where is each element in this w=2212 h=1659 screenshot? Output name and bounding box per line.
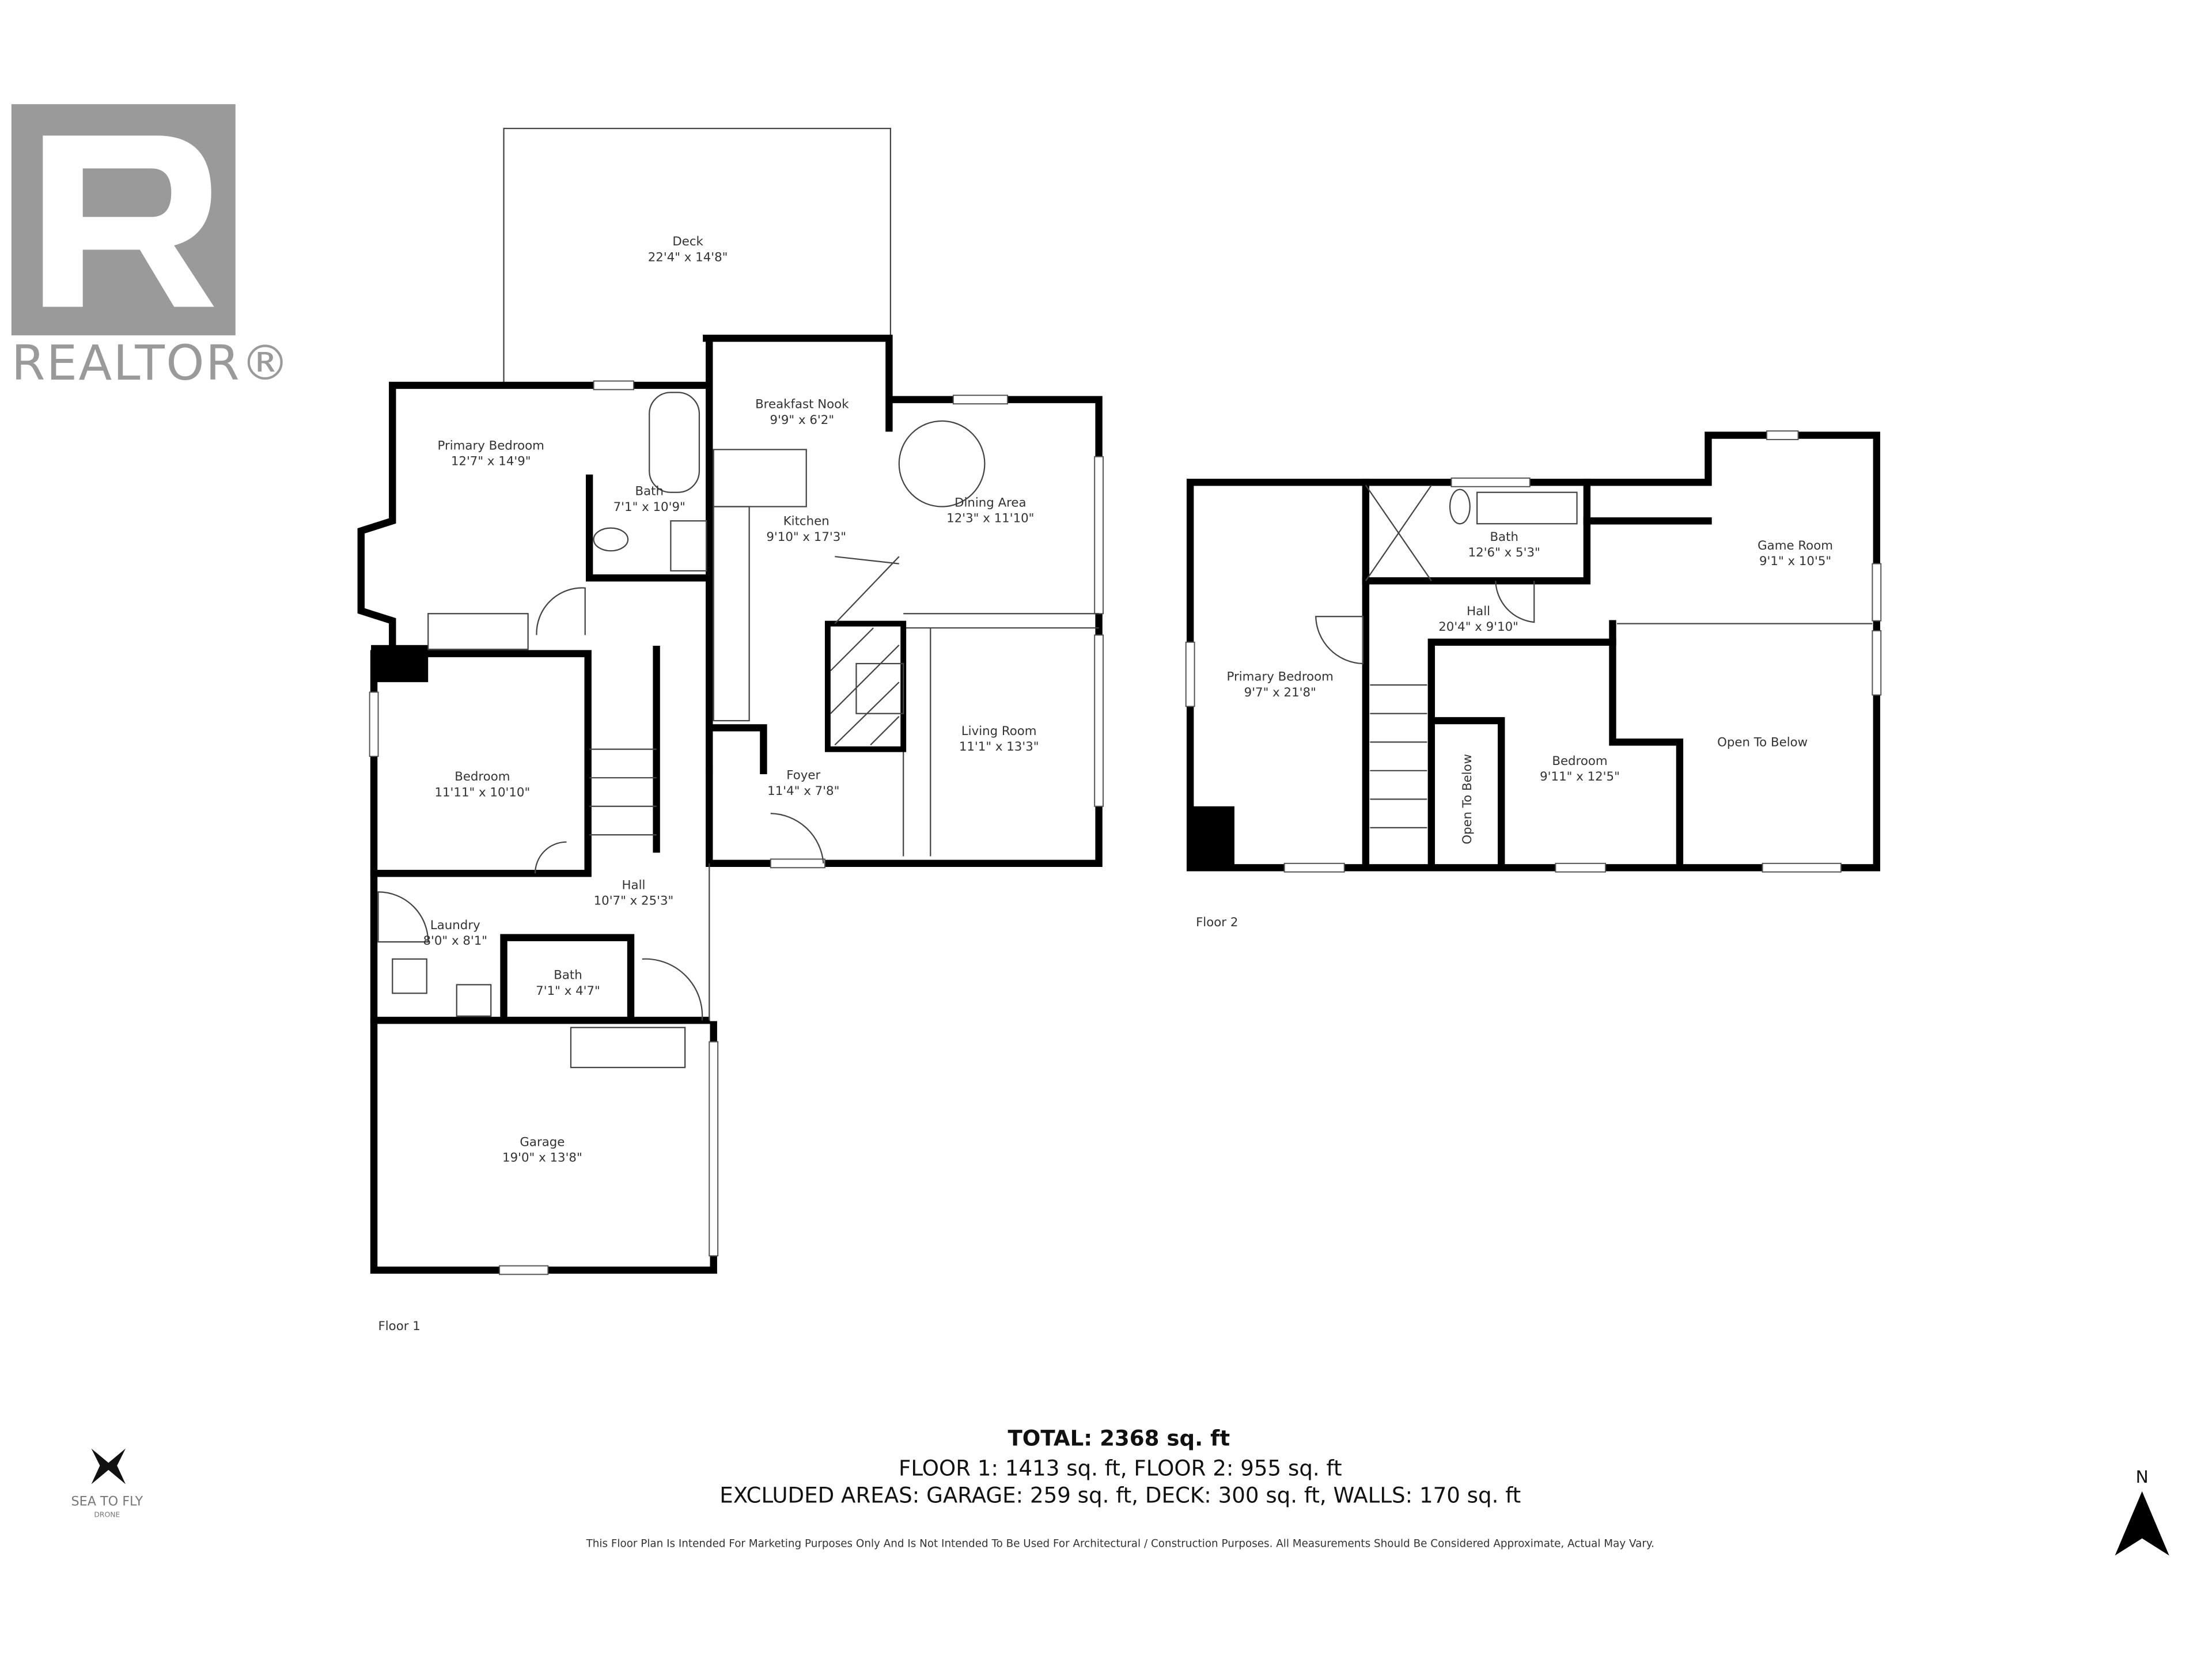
room-open-to-below-large: Open To Below [1717, 736, 1808, 750]
svg-text:Bath: Bath [1490, 530, 1518, 544]
svg-text:Foyer: Foyer [786, 768, 820, 783]
svg-text:Breakfast Nook: Breakfast Nook [755, 397, 849, 412]
svg-text:Garage: Garage [520, 1135, 565, 1149]
deck-outline [503, 127, 892, 382]
sea-to-fly-text: SEA TO FLY [71, 1494, 143, 1509]
svg-text:8'0" x 8'1": 8'0" x 8'1" [423, 934, 487, 948]
svg-text:9'7" x 21'8": 9'7" x 21'8" [1244, 685, 1316, 700]
svg-text:9'1" x 10'5": 9'1" x 10'5" [1759, 554, 1831, 569]
svg-text:Open To Below: Open To Below [1717, 736, 1808, 750]
svg-text:11'11" x 10'10": 11'11" x 10'10" [434, 785, 530, 800]
realtor-logo-text: REALTOR® [12, 335, 291, 391]
svg-text:9'10" x 17'3": 9'10" x 17'3" [766, 530, 846, 544]
svg-text:Primary Bedroom: Primary Bedroom [438, 438, 544, 453]
svg-text:9'9" x 6'2": 9'9" x 6'2" [770, 413, 834, 427]
room-garage: Garage 19'0" x 13'8" [502, 1135, 582, 1165]
svg-text:Bedroom: Bedroom [454, 770, 510, 784]
excluded-areas: EXCLUDED AREAS: GARAGE: 259 sq. ft, DECK… [719, 1483, 1521, 1508]
svg-text:11'4" x 7'8": 11'4" x 7'8" [767, 784, 839, 798]
realtor-logo: REALTOR® [11, 104, 291, 391]
svg-text:Bedroom: Bedroom [1552, 754, 1607, 768]
svg-text:Dining Area: Dining Area [955, 495, 1027, 510]
svg-text:7'1" x 10'9": 7'1" x 10'9" [613, 500, 685, 514]
floor-2-label: Floor 2 [1196, 915, 1238, 930]
floor-1-plan [357, 127, 1104, 1275]
svg-text:Bath: Bath [554, 968, 582, 983]
svg-text:Open To Below: Open To Below [1460, 754, 1475, 844]
svg-text:20'4" x 9'10": 20'4" x 9'10" [1438, 620, 1518, 634]
sea-to-fly-logo: SEA TO FLY DRONE [71, 1448, 143, 1518]
svg-text:Laundry: Laundry [430, 918, 480, 933]
svg-text:Living Room: Living Room [961, 724, 1037, 738]
svg-text:Hall: Hall [1467, 604, 1490, 619]
svg-text:12'6" x 5'3": 12'6" x 5'3" [1468, 546, 1540, 560]
total-area: TOTAL: 2368 sq. ft [1007, 1426, 1230, 1451]
svg-text:Hall: Hall [622, 878, 646, 892]
room-bedroom-upper: Bedroom 9'11" x 12'5" [1540, 754, 1620, 784]
sea-to-fly-subtext: DRONE [94, 1510, 120, 1518]
svg-text:Primary Bedroom: Primary Bedroom [1227, 670, 1334, 684]
room-bath-upper: Bath 12'6" x 5'3" [1468, 530, 1540, 560]
floor-1-label: Floor 1 [378, 1319, 421, 1334]
svg-text:Kitchen: Kitchen [783, 514, 830, 529]
svg-text:Bath: Bath [635, 484, 664, 499]
svg-text:Deck: Deck [672, 234, 703, 249]
floor-areas: FLOOR 1: 1413 sq. ft, FLOOR 2: 955 sq. f… [899, 1456, 1342, 1481]
area-summary: TOTAL: 2368 sq. ft FLOOR 1: 1413 sq. ft,… [586, 1426, 1654, 1550]
svg-text:19'0" x 13'8": 19'0" x 13'8" [502, 1151, 582, 1165]
room-open-to-below-stair: Open To Below [1460, 754, 1475, 844]
floor-2-plan [1185, 430, 1882, 873]
svg-text:22'4" x 14'8": 22'4" x 14'8" [648, 250, 728, 264]
room-living-room: Living Room 11'1" x 13'3" [959, 724, 1039, 754]
svg-text:12'7" x 14'9": 12'7" x 14'9" [451, 454, 531, 469]
svg-text:12'3" x 11'10": 12'3" x 11'10" [946, 512, 1034, 526]
svg-text:10'7" x 25'3": 10'7" x 25'3" [594, 894, 674, 908]
disclaimer: This Floor Plan Is Intended For Marketin… [586, 1538, 1654, 1550]
svg-text:11'1" x 13'3": 11'1" x 13'3" [959, 740, 1039, 754]
north-arrow-icon: N [2115, 1467, 2169, 1556]
svg-text:9'11" x 12'5": 9'11" x 12'5" [1540, 770, 1620, 784]
room-hall: Hall 10'7" x 25'3" [594, 878, 674, 908]
svg-text:7'1" x 4'7": 7'1" x 4'7" [536, 984, 600, 998]
svg-text:Game Room: Game Room [1758, 539, 1833, 553]
room-dining-area: Dining Area 12'3" x 11'10" [946, 495, 1034, 525]
north-label: N [2135, 1467, 2148, 1487]
